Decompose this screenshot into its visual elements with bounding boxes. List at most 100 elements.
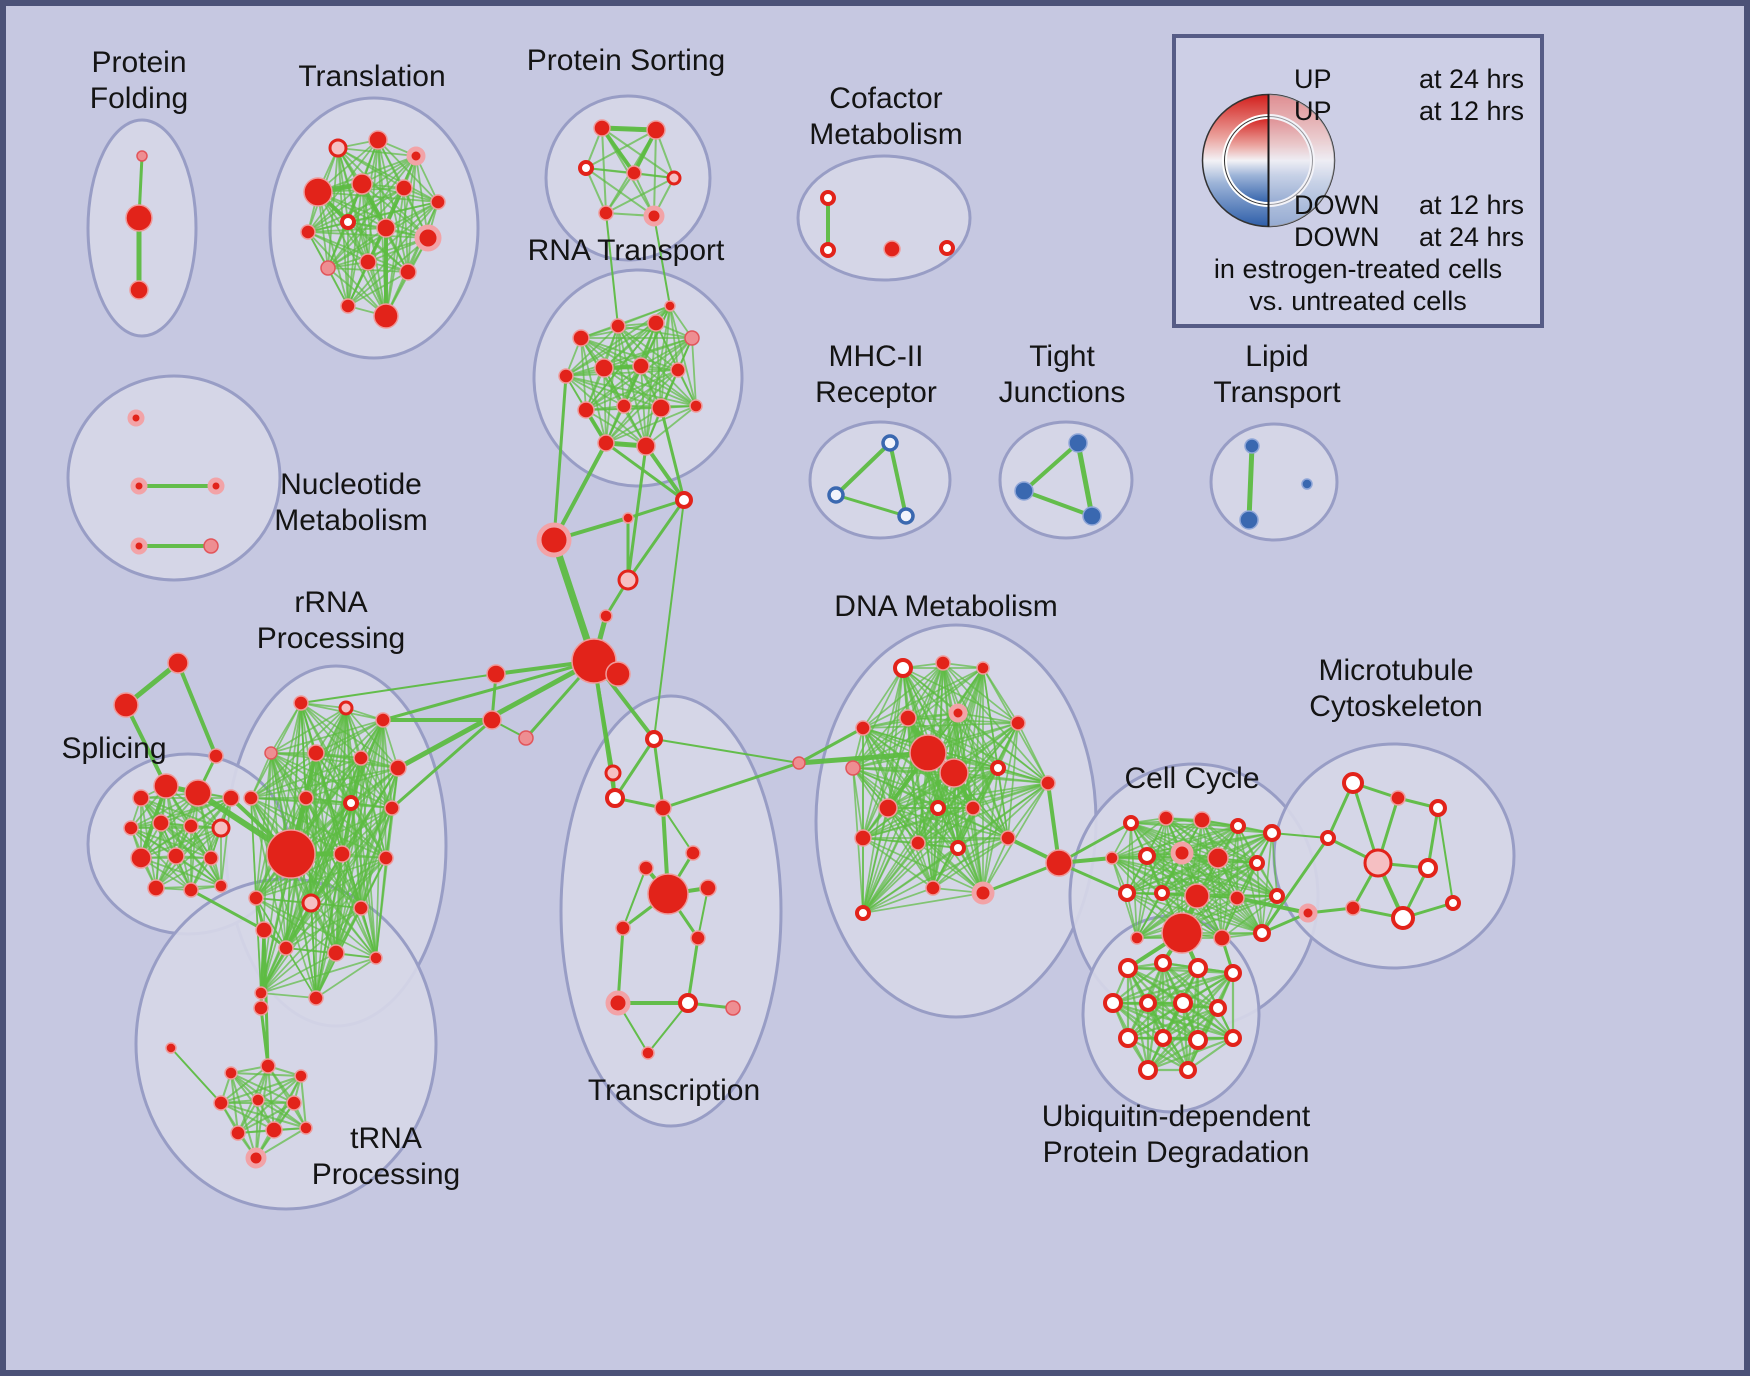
node-cn5 bbox=[599, 609, 613, 623]
edge bbox=[862, 722, 1019, 729]
edge bbox=[585, 167, 607, 214]
edge bbox=[1261, 832, 1273, 934]
node-d13 bbox=[878, 798, 898, 818]
edge bbox=[585, 409, 647, 447]
edge bbox=[653, 215, 671, 307]
node-t10 bbox=[376, 218, 396, 238]
node-hub bbox=[571, 638, 617, 684]
edge bbox=[307, 231, 387, 317]
cluster-label-dna-metabolism: DNA Metabolism bbox=[834, 590, 1057, 623]
edge bbox=[300, 673, 497, 704]
node-cc2 bbox=[1158, 810, 1174, 826]
node-mc9 bbox=[1445, 895, 1461, 911]
edge bbox=[285, 907, 362, 949]
node-rr12 bbox=[333, 845, 351, 863]
node-cn7 bbox=[482, 710, 502, 730]
node-r4 bbox=[684, 330, 700, 346]
edge bbox=[305, 757, 362, 799]
node-sp9 bbox=[130, 847, 152, 869]
node-cc12 bbox=[1154, 885, 1170, 901]
node-r12 bbox=[689, 399, 703, 413]
node-d20 bbox=[925, 880, 941, 896]
node-t4 bbox=[303, 177, 333, 207]
edge bbox=[1126, 862, 1258, 894]
edge bbox=[927, 752, 1049, 784]
node-d19 bbox=[1000, 830, 1016, 846]
cluster-label-nucleotide-metabolism: Metabolism bbox=[274, 504, 427, 537]
legend-ring-chart bbox=[1201, 93, 1336, 228]
edge bbox=[255, 897, 262, 994]
node-tx10 bbox=[690, 930, 706, 946]
node-r11 bbox=[651, 398, 671, 418]
edge bbox=[862, 667, 904, 729]
edge bbox=[250, 752, 272, 799]
node-rr13 bbox=[378, 850, 394, 866]
edge bbox=[220, 1102, 307, 1129]
edge bbox=[796, 750, 931, 766]
cluster-label-lipid-transport: Transport bbox=[1213, 376, 1341, 409]
node-rr20 bbox=[254, 986, 268, 1000]
node-u11 bbox=[1188, 1030, 1208, 1050]
edge bbox=[255, 897, 337, 954]
edge bbox=[1146, 819, 1203, 857]
edge bbox=[957, 837, 1009, 849]
node-cc16 bbox=[1213, 929, 1231, 947]
edge bbox=[1181, 832, 1273, 854]
node-rr19 bbox=[369, 951, 383, 965]
node-rr3 bbox=[375, 712, 391, 728]
node-r7 bbox=[632, 357, 650, 375]
legend: UP at 24 hrs UP at 12 hrs DOWN at 12 hrs… bbox=[1172, 34, 1544, 328]
edge bbox=[862, 807, 939, 839]
edge bbox=[307, 231, 429, 239]
node-rrB bbox=[266, 829, 316, 879]
edge bbox=[565, 325, 619, 377]
edge bbox=[335, 853, 343, 954]
node-tx4 bbox=[605, 788, 625, 808]
edge bbox=[310, 857, 387, 904]
edge bbox=[310, 902, 377, 959]
cluster-label-rrna-processing: Processing bbox=[257, 622, 405, 655]
edge bbox=[255, 857, 387, 899]
edge bbox=[155, 822, 162, 889]
cluster-ellipse-cofactor-metabolism bbox=[796, 154, 972, 282]
edge bbox=[862, 807, 974, 914]
node-t7 bbox=[430, 194, 446, 210]
node-tx8 bbox=[699, 879, 717, 897]
edge bbox=[603, 367, 607, 444]
node-mc3 bbox=[1429, 799, 1447, 817]
node-sp14 bbox=[214, 879, 228, 893]
legend-down-12-time: at 12 hrs bbox=[1418, 190, 1524, 220]
edge bbox=[360, 907, 377, 959]
node-u4 bbox=[1224, 964, 1242, 982]
node-sp4 bbox=[222, 789, 240, 807]
edge bbox=[341, 807, 393, 855]
edge bbox=[907, 667, 984, 719]
node-br1 bbox=[792, 756, 806, 770]
edge bbox=[659, 406, 686, 502]
cluster-label-ubiquitin-degradation: Protein Degradation bbox=[1043, 1136, 1310, 1169]
edge bbox=[1146, 966, 1200, 1005]
node-d16 bbox=[854, 829, 872, 847]
edge bbox=[661, 761, 801, 810]
edge bbox=[347, 271, 409, 307]
node-tx14 bbox=[641, 1046, 655, 1060]
edge bbox=[1271, 832, 1278, 897]
node-rr16 bbox=[353, 900, 369, 916]
node-cc18 bbox=[1253, 924, 1271, 942]
edge bbox=[604, 441, 686, 502]
edge bbox=[327, 221, 349, 269]
edge bbox=[140, 827, 222, 859]
edge bbox=[953, 772, 1049, 784]
edge bbox=[1111, 817, 1167, 859]
edge bbox=[315, 719, 384, 754]
edge bbox=[130, 827, 192, 891]
node-t16 bbox=[373, 303, 399, 329]
edge bbox=[585, 129, 657, 169]
node-pf3 bbox=[129, 280, 149, 300]
edge bbox=[1181, 832, 1273, 934]
node-r14 bbox=[636, 436, 656, 456]
edge bbox=[220, 1075, 302, 1104]
node-d7 bbox=[1010, 715, 1026, 731]
edge bbox=[834, 493, 908, 518]
node-cc5 bbox=[1263, 824, 1281, 842]
